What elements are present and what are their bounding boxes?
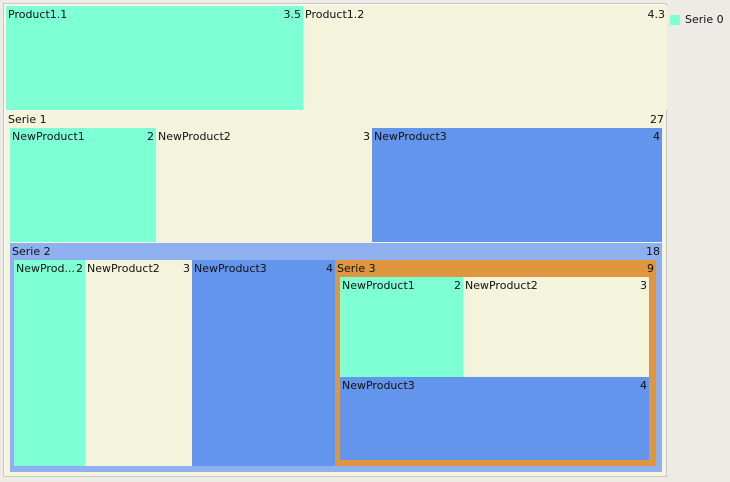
- treemap-group-serie-2[interactable]: Serie 2 18 NewProd... 2 NewProduct2 3 Ne…: [10, 243, 662, 472]
- treemap-node-product1-2[interactable]: Product1.2 4.3: [303, 6, 667, 110]
- treemap-node-newproduct1[interactable]: NewProduct1 2: [340, 277, 463, 377]
- group-label: Serie 3: [337, 262, 376, 275]
- group-value: 18: [646, 245, 660, 258]
- group-label: Serie 1: [8, 113, 47, 126]
- treemap-node-product1-1[interactable]: Product1.1 3.5: [6, 6, 303, 110]
- legend: Serie 0: [670, 13, 724, 26]
- node-label: NewProduct2: [87, 262, 160, 275]
- treemap-group-serie-3[interactable]: Serie 3 9 NewProduct1 2 NewProduct2 3 Ne…: [335, 260, 656, 466]
- node-label: NewProduct3: [342, 379, 415, 392]
- node-value: 2: [76, 262, 83, 275]
- treemap-node-newproduct2[interactable]: NewProduct2 3: [85, 260, 192, 466]
- legend-entry: Serie 0: [685, 13, 724, 26]
- node-label: Product1.2: [305, 8, 365, 21]
- treemap-node-newproduct1[interactable]: NewProduct1 2: [10, 128, 156, 242]
- node-label: NewProduct1: [342, 279, 415, 292]
- node-value: 4: [640, 379, 647, 392]
- treemap-chart: Product1.1 3.5 Product1.2 4.3 Serie 1 27…: [3, 3, 667, 477]
- treemap-group-serie-1[interactable]: Serie 1 27 NewProduct1 2 NewProduct2 3 N…: [6, 111, 666, 476]
- treemap-node-newproduct3[interactable]: NewProduct3 4: [192, 260, 335, 466]
- node-label: NewProduct2: [158, 130, 231, 143]
- node-label: NewProd...: [16, 262, 75, 275]
- treemap-node-newproduct2[interactable]: NewProduct2 3: [156, 128, 372, 242]
- treemap-node-newproduct2[interactable]: NewProduct2 3: [463, 277, 649, 377]
- treemap-node-newproduct1[interactable]: NewProd... 2: [14, 260, 85, 466]
- treemap-node-newproduct3[interactable]: NewProduct3 4: [372, 128, 662, 242]
- group-value: 27: [650, 113, 664, 126]
- treemap-node-newproduct3[interactable]: NewProduct3 4: [340, 377, 649, 460]
- node-value: 4: [653, 130, 660, 143]
- node-label: NewProduct3: [374, 130, 447, 143]
- group-label: Serie 2: [12, 245, 51, 258]
- group-value: 9: [647, 262, 654, 275]
- node-value: 4: [326, 262, 333, 275]
- node-label: NewProduct1: [12, 130, 85, 143]
- node-value: 3: [183, 262, 190, 275]
- node-value: 4.3: [647, 8, 666, 21]
- node-label: Product1.1: [8, 8, 68, 21]
- node-label: NewProduct2: [465, 279, 538, 292]
- node-value: 3: [363, 130, 370, 143]
- legend-swatch: [670, 14, 680, 25]
- node-value: 3: [640, 279, 647, 292]
- node-value: 2: [147, 130, 154, 143]
- node-value: 2: [454, 279, 461, 292]
- node-value: 3.5: [283, 8, 302, 21]
- node-label: NewProduct3: [194, 262, 267, 275]
